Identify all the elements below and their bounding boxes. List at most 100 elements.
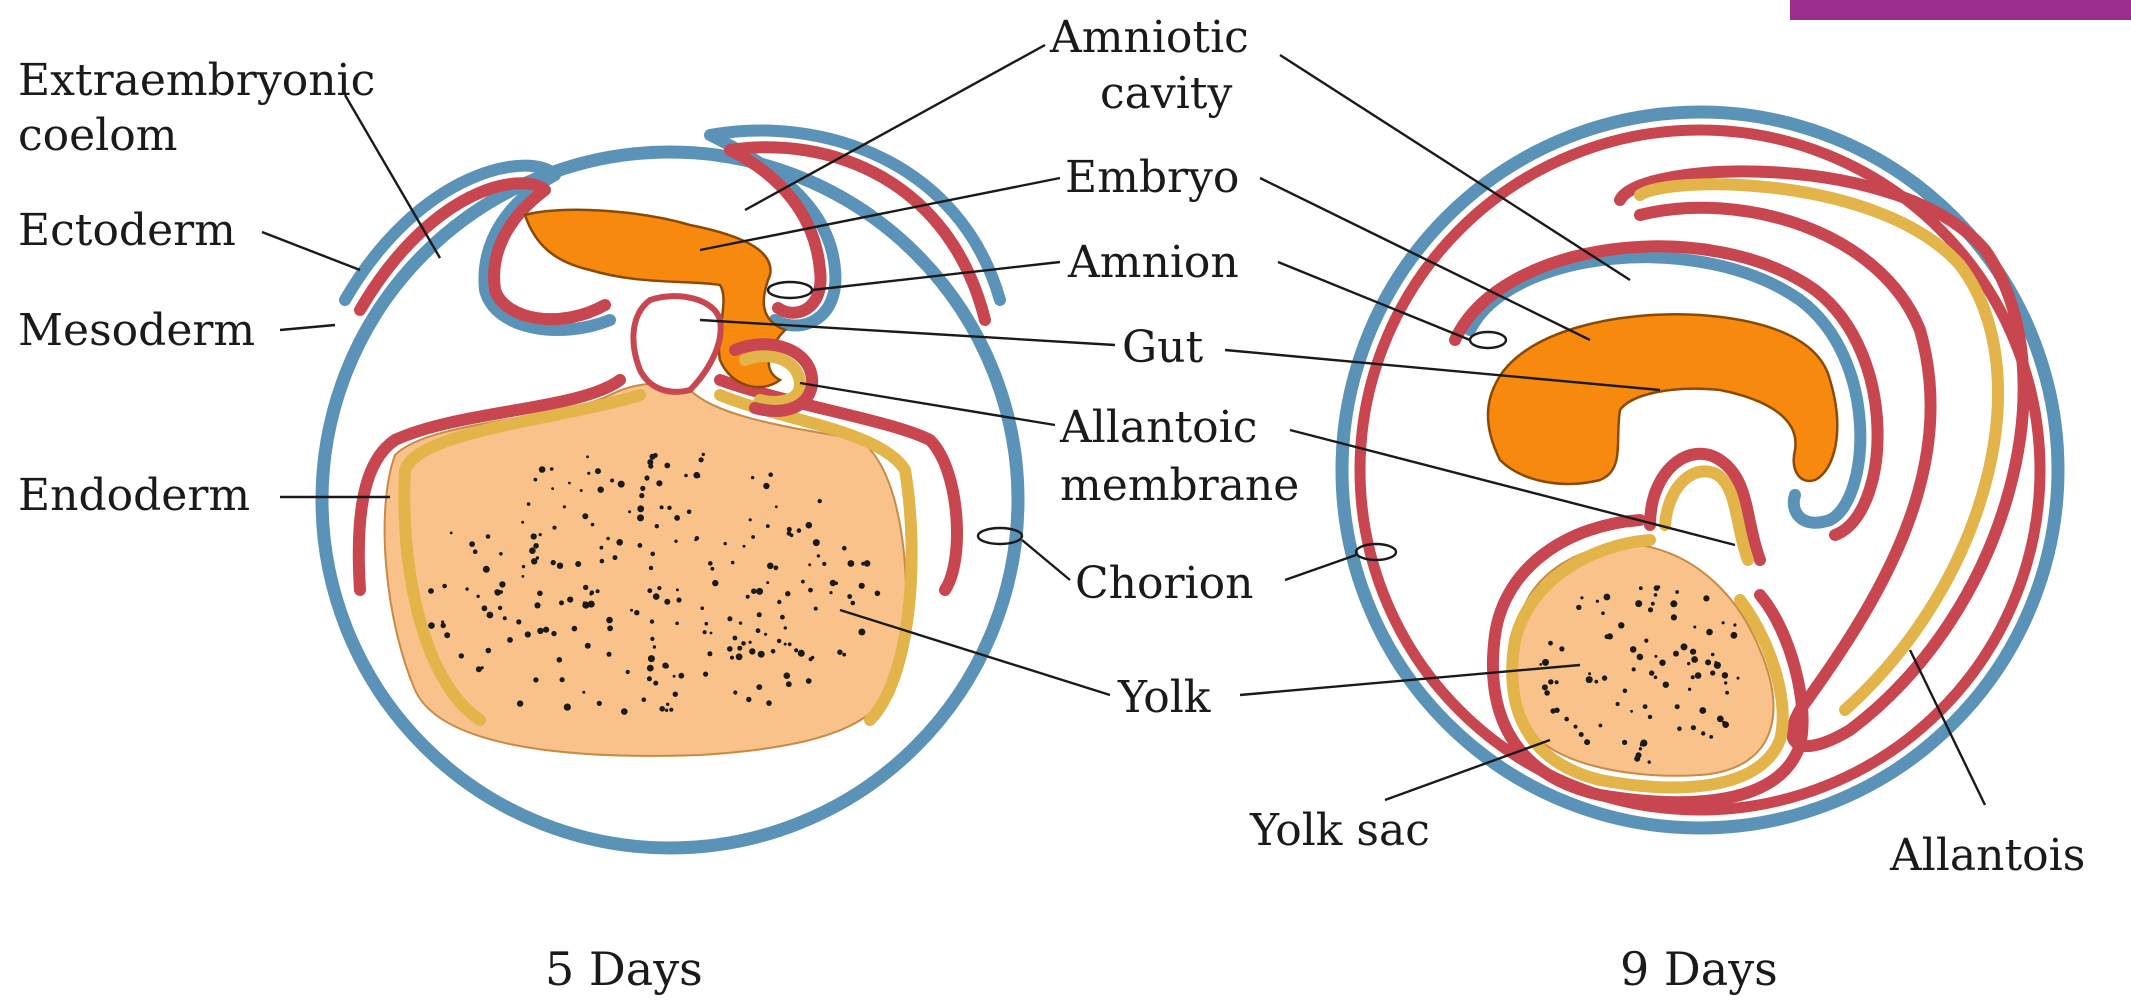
yolk-speckle: [1722, 672, 1728, 678]
yolk-speckle: [1691, 675, 1695, 679]
yolk-speckle: [817, 554, 820, 557]
yolk-speckle: [814, 607, 818, 611]
yolk-speckle: [684, 474, 688, 478]
yolk-speckle: [637, 514, 644, 521]
yolk-speckle: [638, 543, 643, 548]
label-amniotic-line1: Amniotic: [1049, 12, 1249, 63]
yolk-speckle: [777, 639, 781, 643]
yolk-speckle: [749, 641, 752, 644]
yolk-speckle: [589, 592, 592, 595]
yolk-speckle: [675, 622, 679, 626]
yolk-speckle: [613, 555, 618, 560]
yolk-speckle: [727, 616, 732, 621]
yolk-speckle: [465, 587, 468, 590]
yolk-speckle: [649, 566, 653, 570]
yolk-speckle: [822, 562, 826, 566]
yolk-speckle: [610, 479, 614, 483]
yolk-speckle: [784, 626, 787, 629]
caption-5-days: 5 Days: [545, 942, 703, 996]
yolk-speckle: [801, 580, 805, 584]
yolk-speckle: [806, 678, 812, 684]
yolk-speckle: [459, 653, 464, 658]
yolk-speckle: [710, 632, 713, 635]
yolk-speckle: [837, 650, 842, 655]
yolk-speckle: [498, 606, 502, 610]
yolk-speckle: [1710, 670, 1715, 675]
yolk-speckle: [482, 605, 488, 611]
yolk-speckle: [586, 455, 589, 458]
label-embryo: Embryo: [1065, 152, 1239, 203]
yolk-speckle: [653, 681, 658, 686]
yolk-speckle: [655, 524, 659, 528]
yolk-speckle: [766, 581, 769, 584]
yolk-speckle: [428, 588, 434, 594]
yolk-speckle: [441, 623, 446, 628]
yolk-speckle: [630, 609, 633, 612]
yolk-speckle: [1722, 621, 1725, 624]
yolk-speckle: [1564, 717, 1569, 722]
yolk-speckle: [647, 459, 653, 465]
yolk-speckle: [522, 565, 525, 568]
label-mesoderm: Mesoderm: [18, 305, 255, 356]
yolk-speckle: [595, 468, 601, 474]
yolk-speckle: [521, 521, 524, 524]
yolk-speckle: [788, 642, 792, 646]
yolk-speckle: [647, 665, 654, 672]
yolk-speckle: [575, 561, 581, 567]
yolk-speckle: [650, 454, 656, 460]
yolk-speckle: [572, 626, 578, 632]
yolk-speckle: [676, 597, 681, 602]
yolk-speckle: [664, 463, 670, 469]
yolk-speckle: [1580, 596, 1583, 599]
yolk-speckle: [1623, 689, 1628, 694]
yolk-speckle: [875, 591, 881, 597]
yolk-speckle: [746, 697, 751, 702]
yolk-speckle: [650, 552, 655, 557]
yolk-speckle: [1599, 724, 1603, 728]
yolk-speckle: [1651, 602, 1655, 606]
yolk-speckle: [476, 595, 479, 598]
yolk-speckle: [626, 670, 630, 674]
yolk-speckle: [1675, 704, 1680, 709]
yolk-speckle: [1630, 710, 1633, 713]
yolk-speckle: [1555, 680, 1559, 684]
gut-5d: [633, 296, 720, 392]
yolk-speckle: [551, 631, 556, 636]
yolk-speckle: [585, 643, 591, 649]
leader-chorion-right: [1285, 555, 1356, 580]
yolk-speckle: [1544, 690, 1550, 696]
yolk-speckle: [1671, 614, 1677, 620]
yolk-speckle: [650, 619, 654, 623]
yolk-speckle: [1673, 651, 1679, 657]
yolk-speckle: [1659, 660, 1665, 666]
label-allantois: Allantois: [1889, 830, 2085, 881]
yolk-speckle: [808, 563, 811, 566]
yolk-speckle: [784, 643, 787, 646]
yolk-speckle: [1622, 740, 1627, 745]
yolk-speckle: [1717, 716, 1724, 723]
yolk-speckle: [708, 561, 713, 566]
yolk-speckle: [1690, 649, 1696, 655]
yolk-speckle: [749, 648, 755, 654]
yolk-speckle: [1607, 633, 1613, 639]
yolk-speckle: [551, 560, 556, 565]
yolk-speckle: [1693, 626, 1696, 629]
yolk-speckle: [787, 527, 792, 532]
yolk-speckle: [597, 701, 602, 706]
yolk-speckle: [525, 631, 531, 637]
yolk-speckle: [1632, 667, 1636, 671]
yolk-speckle: [1648, 607, 1653, 612]
yolk-speckle: [1574, 725, 1578, 729]
yolk-speckle: [794, 648, 798, 652]
yolk-speckle: [621, 708, 628, 715]
yolk-speckle: [606, 617, 613, 624]
yolk-speckle: [741, 641, 746, 646]
yolk-speckle: [1596, 600, 1599, 603]
yolk-speckle: [653, 645, 656, 648]
yolk-speckle: [1602, 675, 1607, 680]
yolk-speckle: [768, 472, 773, 477]
yolk-speckle: [1681, 643, 1688, 650]
yolk-speckle: [499, 552, 503, 556]
yolk-speckle: [785, 591, 790, 596]
yolk-speckle: [1637, 654, 1644, 661]
